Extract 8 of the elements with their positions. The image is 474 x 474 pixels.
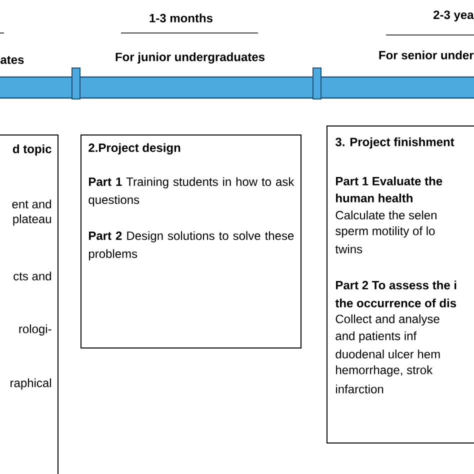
timeline-label: For junior undergraduates	[116, 52, 265, 64]
text-box: d topic ent and plateau cts and rologi- raphical	[0, 134, 58, 474]
timeline-label: 2-3 yea	[434, 10, 474, 22]
text-box: 2.Project design Part 1 Training students in how to ask questions Part 2 Design solutions to solve these problems	[80, 134, 302, 348]
timeline-label: For senior under	[379, 50, 474, 60]
timeline-label: ates	[0, 56, 24, 64]
text-box: 3. Project finishment Part 1 Evaluate the human health Calculate the selen sperm motility of lo twins Part 2 To assess the i the occurrence of dis Collect and analyse and patients inf duodenal ulcer hem hemorrhage, strok infarction	[326, 126, 474, 444]
timeline-label: 1-3 months	[150, 14, 212, 22]
